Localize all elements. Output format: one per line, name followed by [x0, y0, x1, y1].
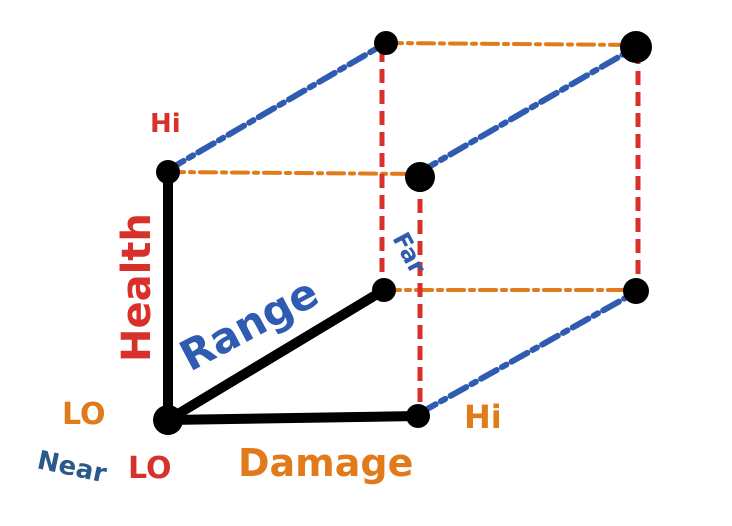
edge-diagonal-top-right	[417, 44, 639, 175]
health-hi-label: Hi	[150, 109, 181, 139]
damage-axis-line	[163, 411, 423, 425]
vertex-back-bottom-right	[623, 278, 649, 304]
health-lo-label: LO	[128, 451, 172, 486]
axes	[163, 167, 423, 425]
range-axis-label: Range	[172, 268, 327, 381]
damage-lo-label: LO	[62, 397, 106, 432]
edge-top-front	[166, 170, 420, 176]
damage-hi-label: Hi	[464, 398, 502, 436]
vertex-origin	[153, 405, 183, 435]
range-near-label: Near	[35, 446, 110, 490]
vertex-back-top-left	[374, 31, 398, 55]
vertex-back-top-right	[620, 31, 652, 63]
range-far-label: Far	[387, 228, 432, 279]
damage-direction-edges	[166, 41, 638, 292]
edge-top-back	[384, 41, 638, 47]
health-direction-edges	[379, 48, 641, 410]
edge-diagonal-top-left	[165, 40, 389, 173]
vertex-damage-hi	[406, 404, 430, 428]
vertex-range-far	[372, 278, 396, 302]
vertex-health-hi	[156, 160, 180, 184]
damage-axis-label: Damage	[238, 441, 413, 485]
vertex-front-top-right	[405, 162, 435, 192]
cube-vertices	[153, 31, 652, 435]
range-axis-line	[163, 285, 389, 425]
edge-diagonal-bottom-right	[417, 289, 639, 416]
range-direction-edges	[165, 40, 639, 416]
health-axis-label: Health	[114, 213, 160, 362]
